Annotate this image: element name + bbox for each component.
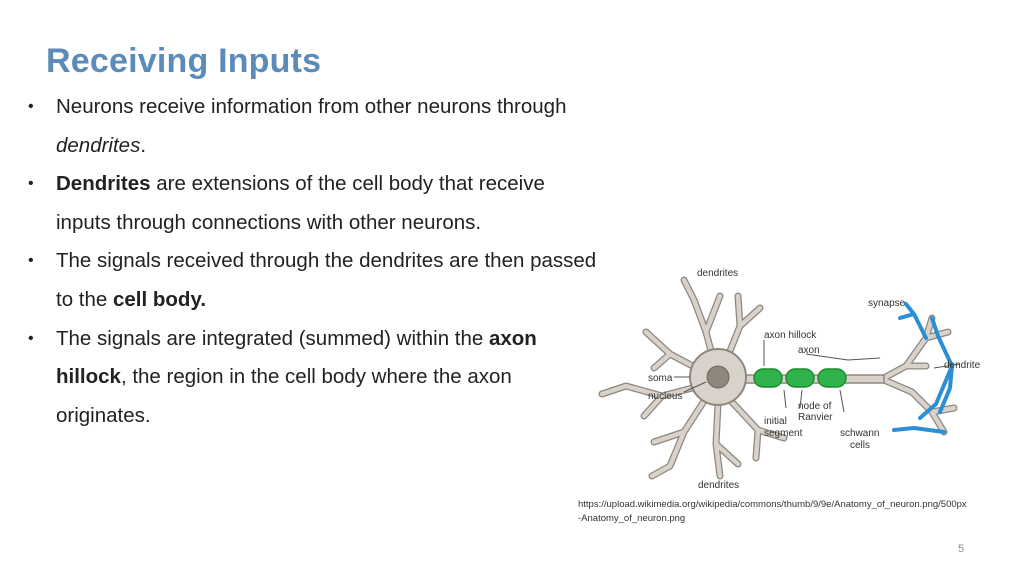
- bullet-item: • Neurons receive information from other…: [28, 88, 603, 165]
- label-ranvier: Ranvier: [798, 412, 833, 423]
- image-source-caption: https://upload.wikimedia.org/wikipedia/c…: [578, 498, 1018, 526]
- bold-axon-hillock: axon hillock: [56, 326, 537, 389]
- label-dendrites-top: dendrites: [697, 268, 738, 279]
- bold-cell-body: cell body.: [113, 287, 207, 311]
- label-schwann: schwann: [840, 428, 879, 439]
- myelin-segment: [785, 368, 815, 388]
- slide-title: Receiving Inputs: [46, 42, 322, 80]
- myelin-segment: [817, 368, 847, 388]
- callout-lines: [674, 340, 961, 413]
- label-axon-hillock: axon hillock: [764, 330, 817, 341]
- label-segment: segment: [764, 428, 803, 439]
- myelin-segment: [753, 368, 783, 388]
- myelin-sheaths: [753, 368, 847, 388]
- bullet-item: • The signals received through the dendr…: [28, 242, 603, 319]
- bullet-dot-icon: •: [28, 252, 34, 270]
- label-axon: axon: [798, 345, 820, 356]
- bullet-dot-icon: •: [28, 329, 34, 347]
- caption-line: -Anatomy_of_neuron.png: [578, 513, 686, 524]
- label-node-of: node of: [798, 401, 832, 412]
- caption-line: https://upload.wikimedia.org/wikipedia/c…: [578, 499, 967, 510]
- nucleus-shape: [706, 365, 730, 389]
- emphasis-dendrites: dendrites: [56, 133, 141, 157]
- bold-dendrites: Dendrites: [56, 172, 151, 196]
- bullet-dot-icon: •: [28, 175, 34, 193]
- label-dendrites-bottom: dendrites: [698, 480, 739, 491]
- label-initial: initial: [764, 416, 787, 427]
- bullet-item: • Dendrites are extensions of the cell b…: [28, 165, 603, 242]
- label-synapse: synapse: [868, 298, 906, 309]
- neuron-diagram: dendrites synapse axon hillock axon soma…: [598, 268, 981, 491]
- bullet-item: • The signals are integrated (summed) wi…: [28, 320, 603, 436]
- bullet-dot-icon: •: [28, 98, 34, 115]
- bullet-list: • Neurons receive information from other…: [28, 88, 603, 435]
- synapse-terminals: [892, 302, 954, 434]
- label-cells: cells: [850, 440, 870, 451]
- page-number: 5: [958, 543, 965, 555]
- label-soma: soma: [648, 373, 673, 384]
- label-dendrite-right: dendrite: [944, 360, 981, 371]
- label-nucleus: nucleus: [648, 391, 682, 402]
